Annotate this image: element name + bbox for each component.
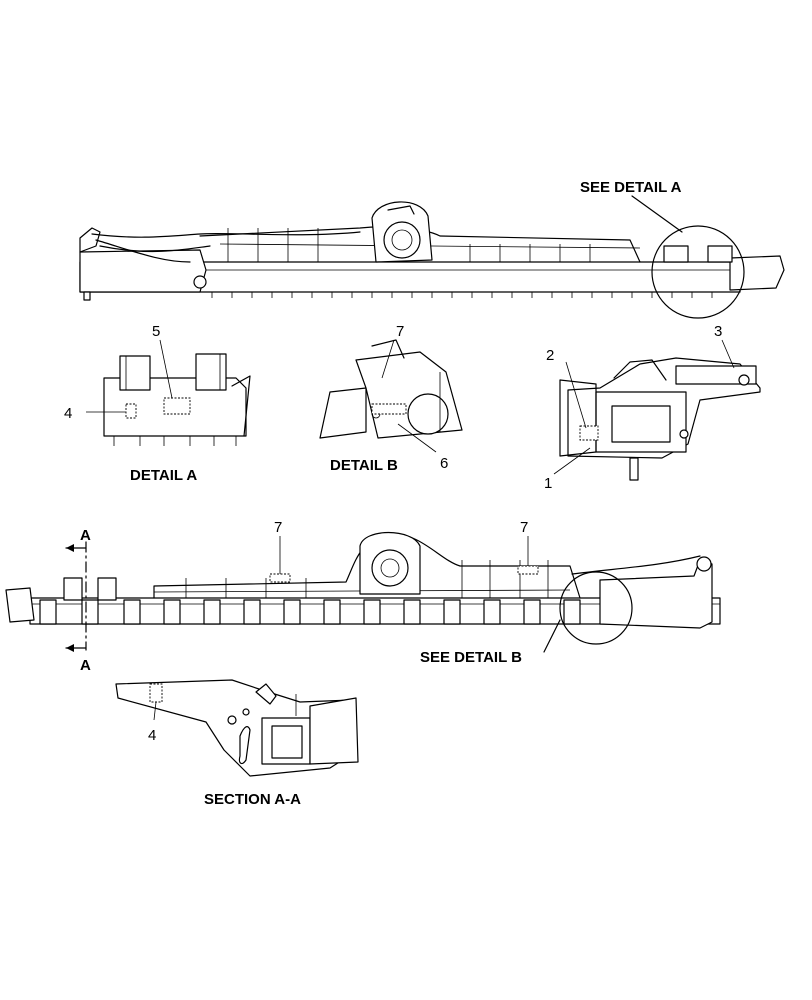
detail-b-illustration [319, 339, 463, 439]
callout-2: 2 [546, 347, 554, 364]
callout-6: 6 [440, 455, 448, 472]
leader-7-detail-b [381, 339, 395, 379]
detail-a-label: DETAIL A [130, 467, 197, 484]
callout-3: 3 [714, 323, 722, 340]
callout-4-section: 4 [148, 727, 156, 744]
callout-1: 1 [544, 475, 552, 492]
callout-7-rear-left: 7 [274, 519, 282, 536]
leader-6 [397, 423, 437, 453]
leader-2 [565, 361, 587, 429]
callout-7-detail-b: 7 [396, 323, 404, 340]
leader-5 [159, 339, 173, 399]
leader-3 [721, 339, 735, 369]
leader-4-section [153, 701, 157, 721]
top-machine-view [79, 195, 785, 319]
callout-4-detail-a: 4 [64, 405, 72, 422]
see-detail-b-label: SEE DETAIL B [420, 649, 522, 666]
detail-a-illustration [103, 353, 251, 446]
section-mark-top: A [80, 527, 91, 544]
detail-b-label: DETAIL B [330, 457, 398, 474]
section-mark-bottom: A [80, 657, 91, 674]
section-aa-label: SECTION A-A [204, 791, 301, 808]
callout-5: 5 [152, 323, 160, 340]
leader-1 [553, 447, 591, 475]
see-detail-a-label: SEE DETAIL A [580, 179, 682, 196]
rear-machine-view [5, 531, 721, 653]
section-aa-illustration [115, 679, 359, 777]
section-marker-aa [65, 541, 87, 652]
callout-7-rear-right: 7 [520, 519, 528, 536]
hitch-frame-illustration [559, 357, 761, 481]
